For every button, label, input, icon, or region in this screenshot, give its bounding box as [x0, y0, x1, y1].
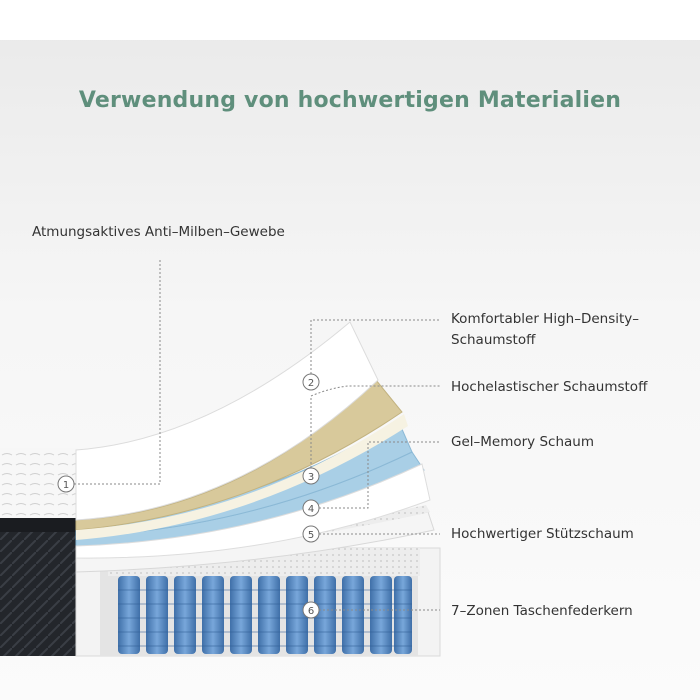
spring-coil [202, 576, 224, 654]
marker-2-text: 2 [308, 378, 314, 389]
spring-coil [370, 576, 392, 654]
marker-4: 4 [302, 499, 320, 517]
label-comfort-foam: Komfortabler High–Density– Schaumstoff [451, 309, 639, 351]
layer-elastic-foam-edge [76, 414, 408, 540]
marker-5-text: 5 [308, 530, 314, 541]
marker-3: 3 [302, 467, 320, 485]
layer-elastic-foam [75, 379, 403, 531]
spring-coil [342, 576, 364, 654]
label-support-foam: Hochwertiger Stützschaum [451, 526, 634, 542]
marker-2: 2 [302, 373, 320, 391]
spring-coil [394, 576, 412, 654]
marker-4-text: 4 [308, 504, 314, 515]
layer-white-foam [75, 463, 431, 559]
callout-line-1 [66, 260, 161, 485]
label-elastic-foam: Hochelastischer Schaumstoff [451, 379, 648, 395]
top-band [0, 0, 700, 40]
marker-6-text: 6 [308, 606, 314, 617]
spring-coil [146, 576, 168, 654]
label-gel-memory: Gel–Memory Schaum [451, 434, 594, 450]
label-anti-mite-fabric: Atmungsaktives Anti–Milben–Gewebe [32, 224, 285, 240]
spring-coil [118, 576, 140, 654]
page-title: Verwendung von hochwertigen Materialien [78, 88, 622, 113]
callout-line-4 [311, 441, 440, 509]
callout-line-3 [310, 385, 440, 476]
spring-coil [286, 576, 308, 654]
spring-coil [258, 576, 280, 654]
label-comfort-foam-line2: Schaumstoff [451, 332, 536, 348]
marker-3-text: 3 [308, 472, 314, 483]
mattress-border-band [0, 518, 78, 532]
marker-6: 6 [302, 601, 320, 619]
callout-line-2 [310, 319, 440, 382]
marker-1: 1 [57, 475, 75, 493]
spring-coil [230, 576, 252, 654]
marker-1-text: 1 [63, 480, 69, 491]
layer-comfort-foam [75, 321, 379, 521]
spring-coil [174, 576, 196, 654]
label-comfort-foam-line1: Komfortabler High–Density– [451, 311, 640, 327]
marker-5: 5 [302, 525, 320, 543]
spring-coil [314, 576, 336, 654]
label-pocket-spring: 7–Zonen Taschenfederkern [451, 603, 633, 619]
